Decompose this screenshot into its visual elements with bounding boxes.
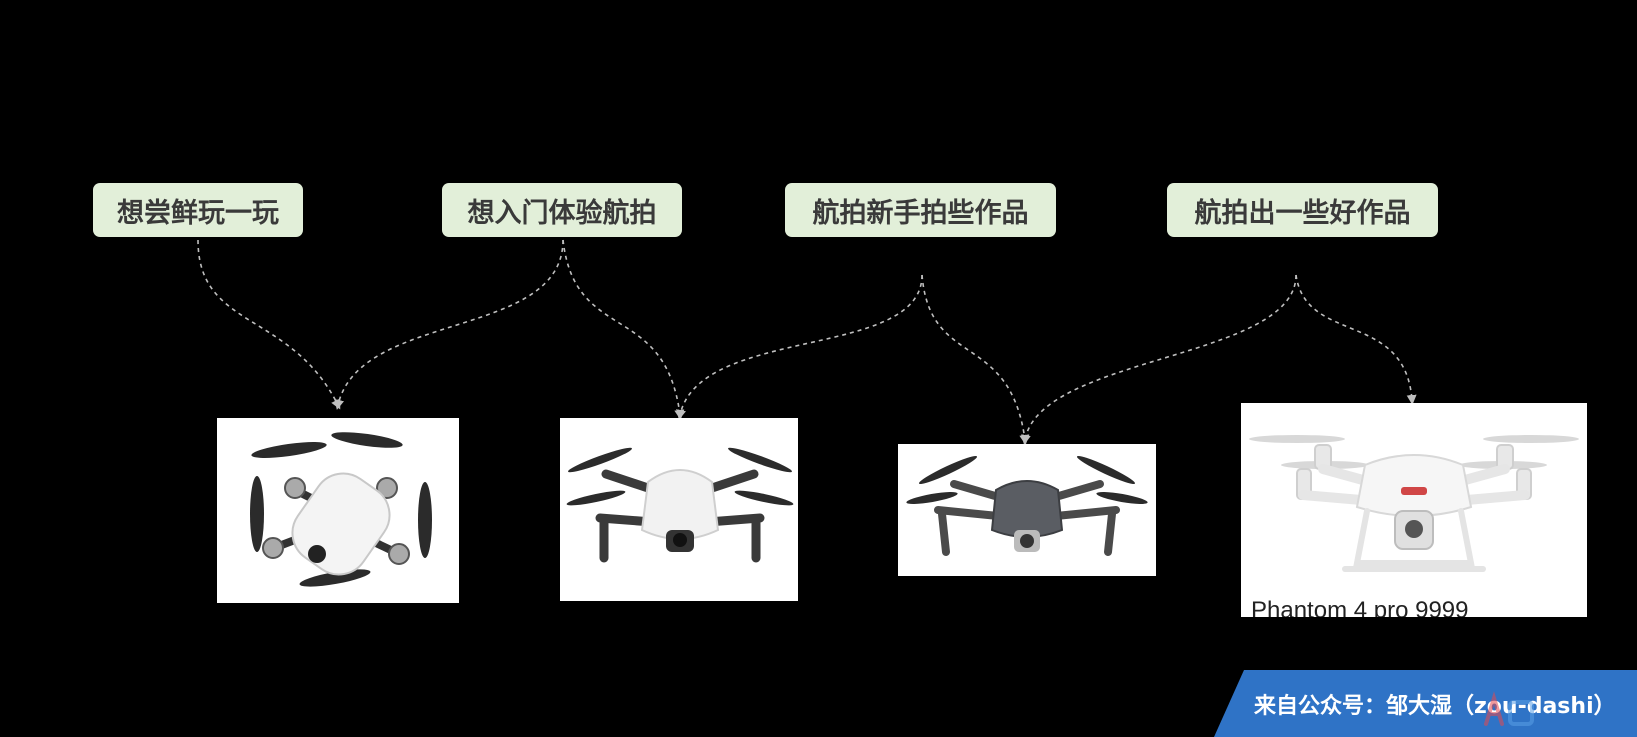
mavic-pro-drone-icon (906, 455, 1148, 556)
tag-try-it-out: 想尝鲜玩一玩 (93, 183, 303, 237)
tag-novice-works: 航拍新手拍些作品 (785, 183, 1056, 237)
connector-tag4-product4 (1295, 274, 1417, 405)
tag-novice-works-label: 航拍新手拍些作品 (812, 197, 1029, 229)
product-photo-phantom-4-pro: Phantom 4 pro 9999 (1241, 403, 1587, 617)
footer-banner: 来自公众号：邹大湿（zou-dashi） (1214, 670, 1637, 737)
tag-beginner-aerial: 想入门体验航拍 (442, 183, 682, 237)
connector-tag2-product1 (334, 239, 564, 410)
connector-tag1-product1 (197, 239, 341, 410)
tag-good-works-label: 航拍出一些好作品 (1194, 197, 1411, 229)
phantom-caption: Phantom 4 pro 9999 (1251, 597, 1469, 618)
connector-tag3-product2 (676, 274, 923, 420)
watermark-logo-icon (1484, 691, 1534, 726)
spark-drone-icon (250, 432, 432, 587)
tag-beginner-aerial-label: 想入门体验航拍 (467, 197, 657, 229)
phantom-4-pro-drone-icon (1249, 435, 1579, 572)
product-photo-mavic-pro (898, 444, 1156, 576)
connector-tag3-product3 (921, 274, 1030, 445)
product-photo-mavic-air (560, 418, 798, 601)
product-photo-spark (217, 418, 459, 603)
tag-try-it-out-label: 想尝鲜玩一玩 (117, 197, 279, 229)
tag-good-works: 航拍出一些好作品 (1167, 183, 1438, 237)
mavic-air-drone-icon (566, 447, 794, 563)
footer-source-text: 来自公众号：邹大湿（zou-dashi） (1254, 694, 1616, 719)
connector-tag2-product2 (562, 239, 685, 420)
